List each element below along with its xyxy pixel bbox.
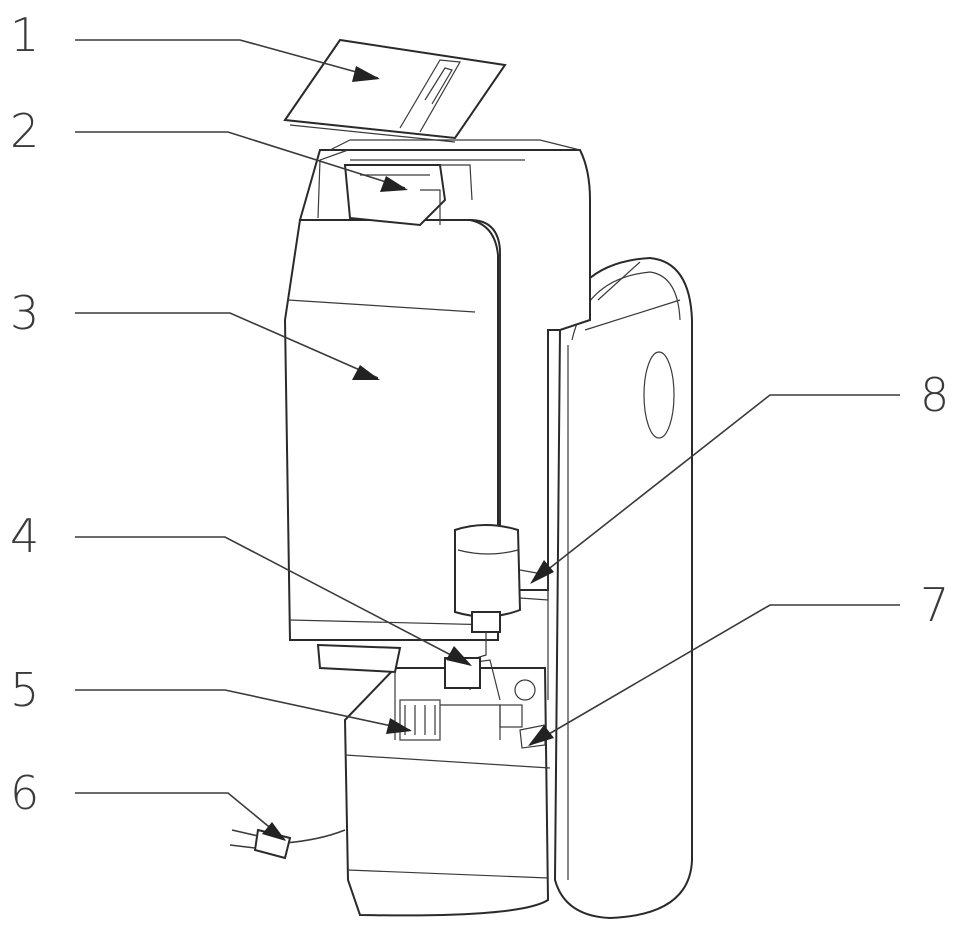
leader-lines — [75, 39, 900, 841]
water-tank — [283, 149, 501, 641]
label-5: 5 — [10, 663, 40, 717]
label-4: 4 — [10, 509, 40, 563]
atomizer-assembly — [444, 524, 549, 690]
label-1: 1 — [10, 8, 40, 62]
label-6: 6 — [10, 766, 40, 820]
label-7: 7 — [920, 578, 950, 632]
tank-cap — [343, 164, 473, 227]
label-8: 8 — [920, 368, 950, 422]
label-2: 2 — [10, 104, 40, 158]
main-housing — [298, 139, 591, 591]
side-panel — [547, 256, 693, 920]
base-unit — [316, 643, 551, 917]
power-cord — [229, 828, 346, 860]
label-3: 3 — [10, 286, 40, 340]
top-lid — [283, 38, 507, 143]
